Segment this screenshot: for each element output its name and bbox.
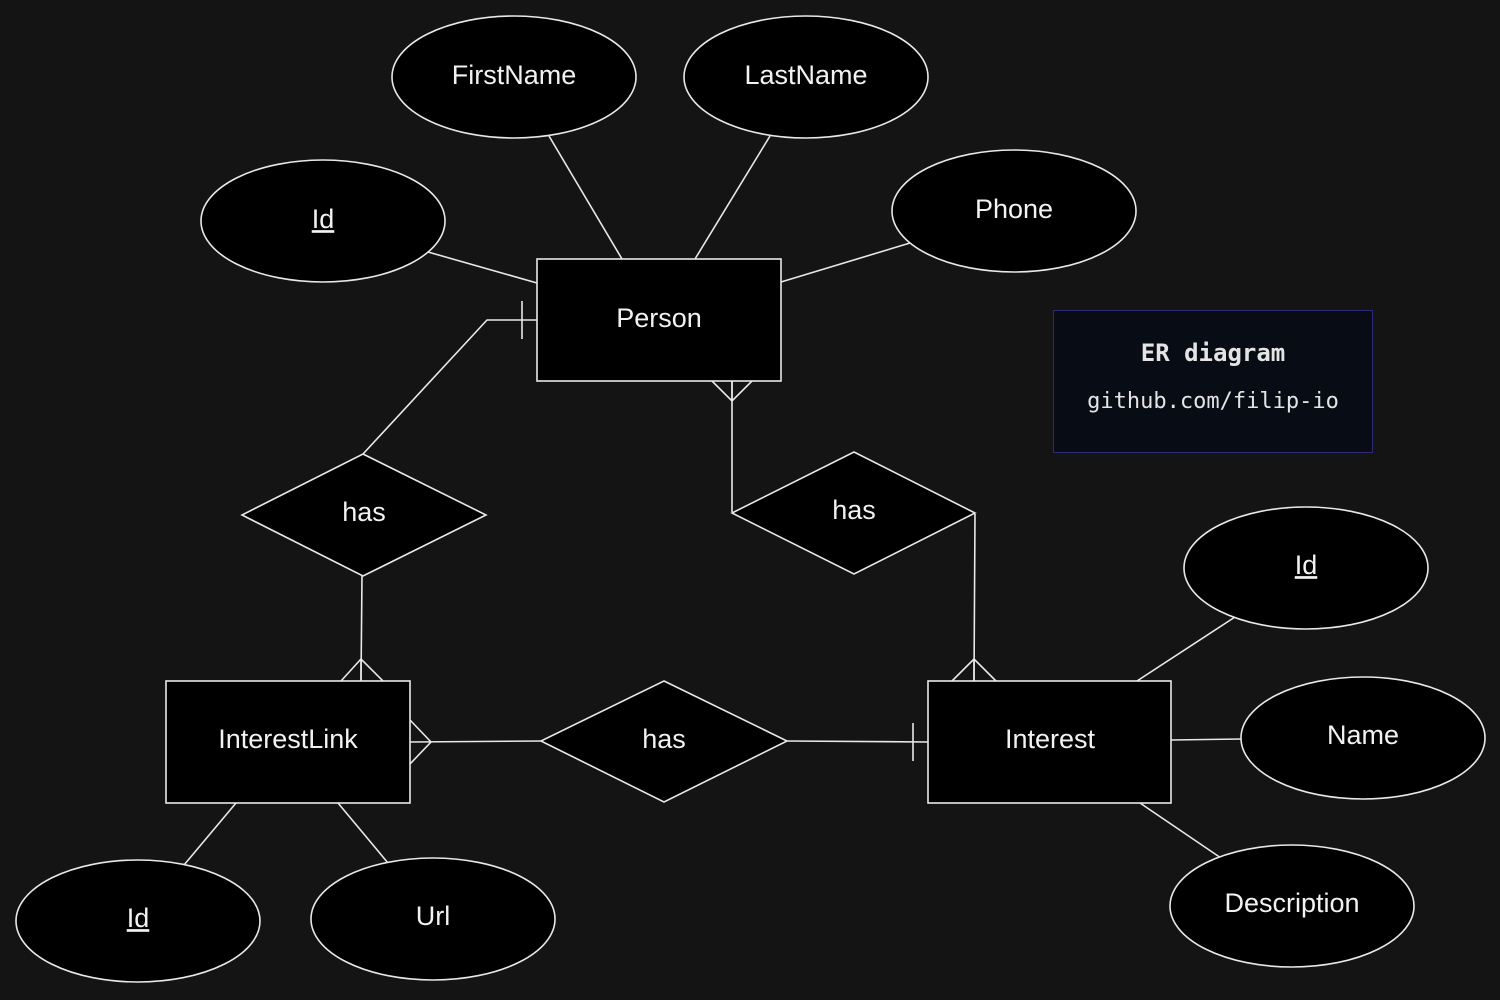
- attribute-person-lastname-label: LastName: [744, 60, 867, 90]
- attribute-interestlink-url[interactable]: Url: [310, 857, 556, 981]
- many-marker-interestlink-top: [340, 657, 384, 682]
- connector-has-bottom-interest: [785, 740, 929, 743]
- attribute-interestlink-url-label: Url: [416, 901, 451, 931]
- connector-interestlink-id: [183, 802, 237, 866]
- many-marker-interestlink-right: [409, 719, 433, 765]
- attribute-interest-id[interactable]: Id: [1183, 506, 1429, 630]
- connector-interest-description: [1139, 802, 1222, 859]
- attribute-person-lastname[interactable]: LastName: [683, 15, 929, 139]
- attribute-interest-name-label: Name: [1327, 720, 1399, 750]
- attribute-interestlink-id[interactable]: Id: [15, 859, 261, 983]
- attribute-interestlink-id-label: Id: [127, 903, 150, 933]
- attribute-person-firstname-label: FirstName: [452, 60, 577, 90]
- many-marker-interest-top: [951, 657, 997, 682]
- connector-person-firstname: [548, 135, 623, 260]
- attribute-person-id-label: Id: [312, 204, 335, 234]
- attribute-person-phone[interactable]: Phone: [891, 149, 1137, 273]
- relationship-person-interest-label: has: [832, 495, 876, 525]
- entity-interestlink[interactable]: InterestLink: [165, 680, 411, 804]
- relationship-person-interestlink-label: has: [342, 497, 386, 527]
- watermark-url: github.com/filip-io: [1087, 389, 1339, 414]
- connector-interestlink-url: [337, 802, 389, 864]
- attribute-interest-id-label: Id: [1295, 550, 1318, 580]
- entity-person[interactable]: Person: [536, 258, 782, 382]
- attribute-person-phone-label: Phone: [975, 194, 1053, 224]
- watermark-box: ER diagram github.com/filip-io: [1053, 310, 1373, 453]
- relationship-interestlink-interest[interactable]: has: [539, 680, 789, 803]
- connector-person-phone: [780, 242, 911, 283]
- attribute-interest-description-label: Description: [1224, 888, 1359, 918]
- many-marker-person-bottom: [711, 380, 753, 403]
- attribute-person-id[interactable]: Id: [200, 159, 446, 283]
- entity-person-label: Person: [616, 303, 702, 333]
- entity-interest[interactable]: Interest: [927, 680, 1172, 804]
- connector-has-right-interest: [973, 513, 976, 682]
- cardinality-markers: [340, 301, 997, 765]
- relationship-interestlink-interest-label: has: [642, 724, 686, 754]
- relationship-person-interest[interactable]: has: [730, 451, 977, 575]
- connector-person-lastname: [694, 135, 771, 260]
- entity-interestlink-label: InterestLink: [218, 724, 358, 754]
- connector-person-has-left: [362, 319, 537, 455]
- watermark-title: ER diagram: [1140, 339, 1286, 367]
- connector-person-id: [427, 251, 538, 284]
- entity-interest-label: Interest: [1005, 724, 1096, 754]
- connector-interest-id: [1136, 616, 1236, 682]
- attribute-person-firstname[interactable]: FirstName: [391, 15, 637, 139]
- connectors: [183, 135, 1242, 866]
- relationship-person-interestlink[interactable]: has: [240, 453, 488, 577]
- attribute-interest-description[interactable]: Description: [1169, 844, 1415, 968]
- connector-interest-name: [1170, 738, 1242, 741]
- attribute-interest-name[interactable]: Name: [1240, 676, 1486, 800]
